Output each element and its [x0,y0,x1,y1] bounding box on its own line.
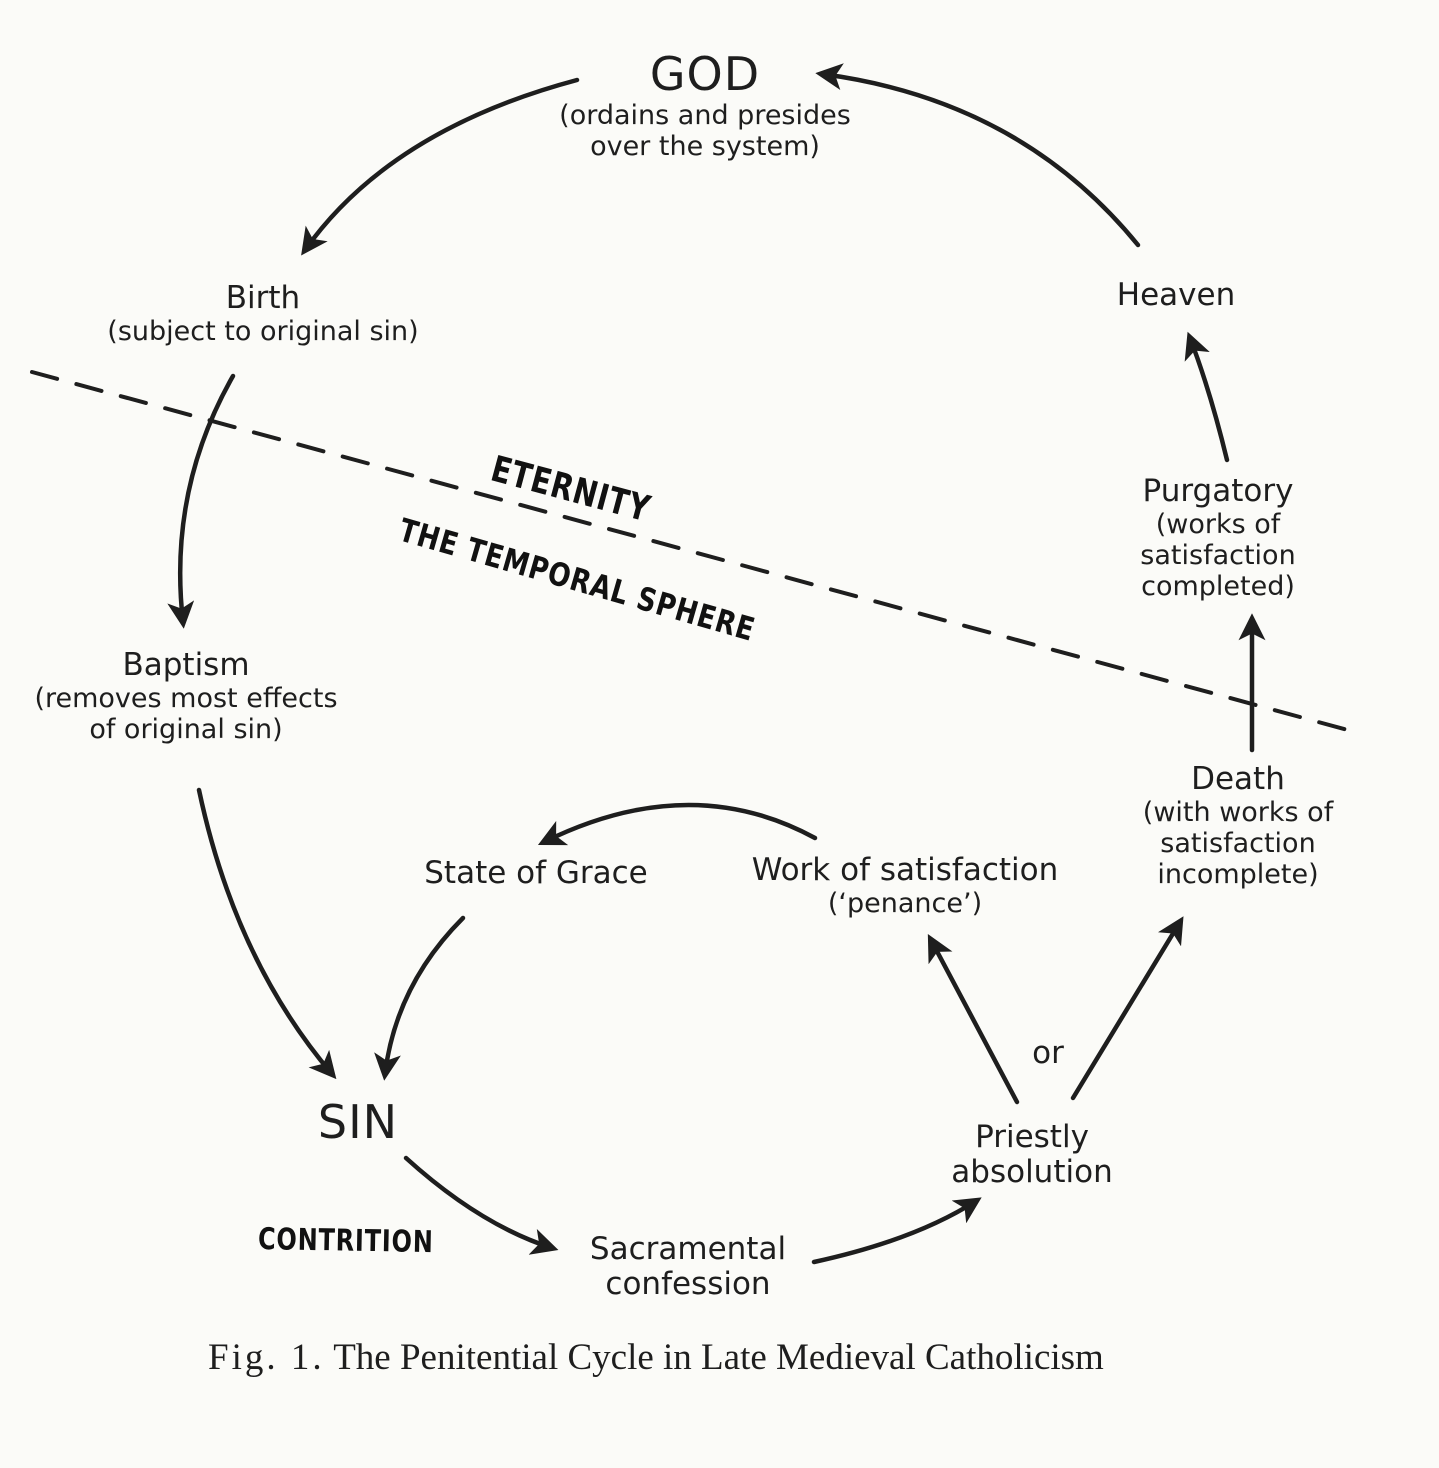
priestly-absolution-line2: absolution [951,1154,1113,1191]
sacramental-confession-line1: Sacramental [589,1231,787,1267]
state-of-grace-title: State of Grace [424,855,648,891]
figure-number: Fig. 1. [208,1337,325,1378]
node-birth: Birth (subject to original sin) [107,280,419,348]
node-god: GOD (ordains and presides over the syste… [559,48,851,163]
arrow-grace-to-sin [374,915,466,1081]
figure-caption: Fig. 1. The Penitential Cycle in Late Me… [208,1336,1104,1379]
figure-caption-text: The Penitential Cycle in Late Medieval C… [333,1337,1104,1378]
arrow-purgatory-to-heaven [1184,331,1230,463]
node-sacramental-confession: Sacramental confession [589,1231,787,1303]
god-title: GOD [649,47,761,101]
node-death: Death (with works of satisfaction incomp… [1142,761,1334,891]
baptism-subtitle-line1: (removes most effects [34,683,338,715]
node-baptism: Baptism (removes most effects of origina… [34,647,338,746]
purgatory-subtitle-line1: (works of [1155,509,1281,541]
eternity-boundary-line [30,370,1357,734]
baptism-title: Baptism [122,647,250,683]
arrow-heaven-to-god [815,63,1141,248]
node-work-of-satisfaction: Work of satisfaction (‘penance’) [751,852,1059,920]
priestly-absolution-line1: Priestly [975,1119,1089,1155]
death-subtitle-line1: (with works of [1142,797,1334,829]
or-label: or [1032,1035,1064,1071]
death-subtitle-line3: incomplete) [1157,859,1319,891]
birth-title: Birth [225,280,301,316]
arrow-birth-to-baptism [167,373,236,629]
node-state-of-grace: State of Grace [424,855,648,891]
arrow-god-to-birth [301,77,580,256]
node-or: or [1032,1035,1064,1071]
arrow-confession-to-absolution [811,1197,982,1265]
purgatory-subtitle-line3: completed) [1141,571,1295,603]
work-of-satisfaction-title: Work of satisfaction [751,852,1059,888]
node-purgatory: Purgatory (works of satisfaction complet… [1140,473,1296,603]
arrow-absolution-to-work [927,934,1020,1105]
birth-subtitle: (subject to original sin) [107,316,419,348]
sacramental-confession-line2: confession [605,1266,771,1303]
arrow-work-to-grace [537,802,818,846]
node-sin: SIN [317,1095,399,1149]
death-title: Death [1191,761,1285,797]
work-of-satisfaction-subtitle: (‘penance’) [827,888,983,920]
handwritten-contrition: CONTRITION [257,1222,434,1261]
god-subtitle-line2: over the system) [590,131,820,163]
arrow-sin-to-confession [403,1155,559,1255]
arrow-baptism-to-sin [196,787,337,1080]
purgatory-title: Purgatory [1142,473,1294,509]
node-heaven: Heaven [1116,277,1236,313]
node-priestly-absolution: Priestly absolution [951,1119,1113,1191]
heaven-title: Heaven [1116,277,1236,313]
baptism-subtitle-line2: of original sin) [89,714,283,746]
death-subtitle-line2: satisfaction [1160,828,1316,860]
sin-title: SIN [317,1095,399,1149]
god-subtitle-line1: (ordains and presides [559,100,851,132]
arrow-absolution-to-death [1070,916,1184,1101]
purgatory-subtitle-line2: satisfaction [1140,540,1296,572]
